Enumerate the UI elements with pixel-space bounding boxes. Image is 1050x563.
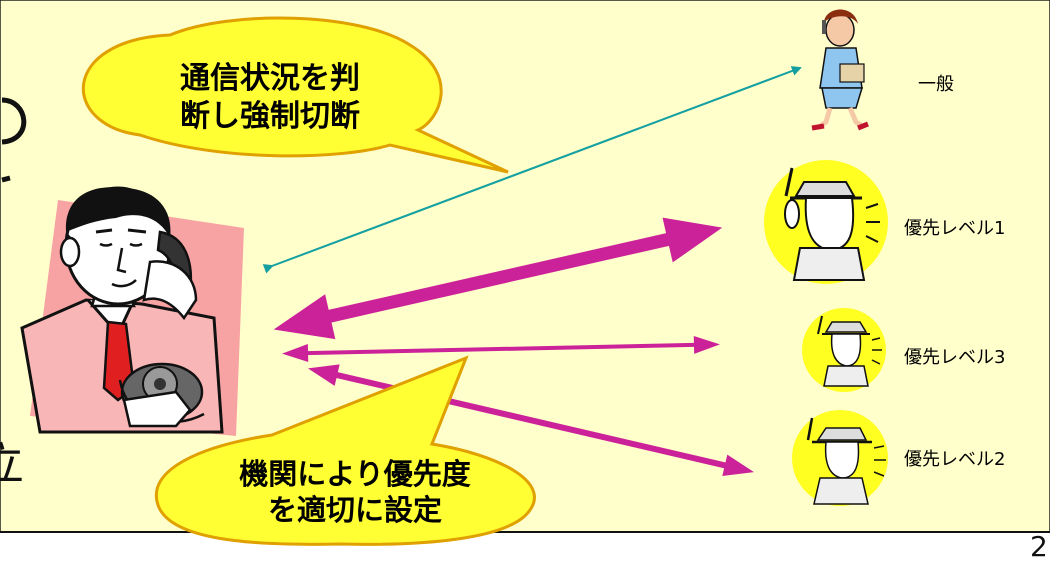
callout-top-text: 通信状況を判 断し強制切断 <box>120 60 420 135</box>
receiver-label-level3: 優先レベル3 <box>904 347 1006 368</box>
caller-illustration <box>20 186 244 436</box>
magenta-arrow-level3 <box>282 335 720 363</box>
page-number: 2 <box>1030 530 1048 563</box>
callout-bottom-shape <box>154 355 536 546</box>
teal-arrow-general <box>262 66 802 274</box>
receiver-general-figure <box>811 9 869 131</box>
receiver-level3-figure <box>802 308 886 392</box>
receiver-level2-figure <box>792 410 888 506</box>
partial-glyph-top <box>1 97 27 145</box>
magenta-arrow-level1 <box>273 217 723 340</box>
callout-top-line1: 通信状況を判 <box>180 61 360 96</box>
callout-bottom-line2: を適切に設定 <box>267 493 442 528</box>
receiver-label-level2: 優先レベル2 <box>904 449 1006 470</box>
left-edge-glyph: 立 <box>0 439 24 490</box>
partial-glyph-mid <box>1 175 11 183</box>
callout-bottom-text: 機関により優先度 を適切に設定 <box>190 456 520 529</box>
callout-bottom-line1: 機関により優先度 <box>239 457 471 491</box>
diagram-svg <box>0 0 1050 546</box>
receiver-label-general: 一般 <box>918 74 954 95</box>
callout-top-line2: 断し強制切断 <box>180 98 360 134</box>
receiver-label-level1: 優先レベル1 <box>904 218 1006 239</box>
receiver-level1-figure <box>764 160 888 284</box>
callout-top-shape <box>81 16 509 174</box>
